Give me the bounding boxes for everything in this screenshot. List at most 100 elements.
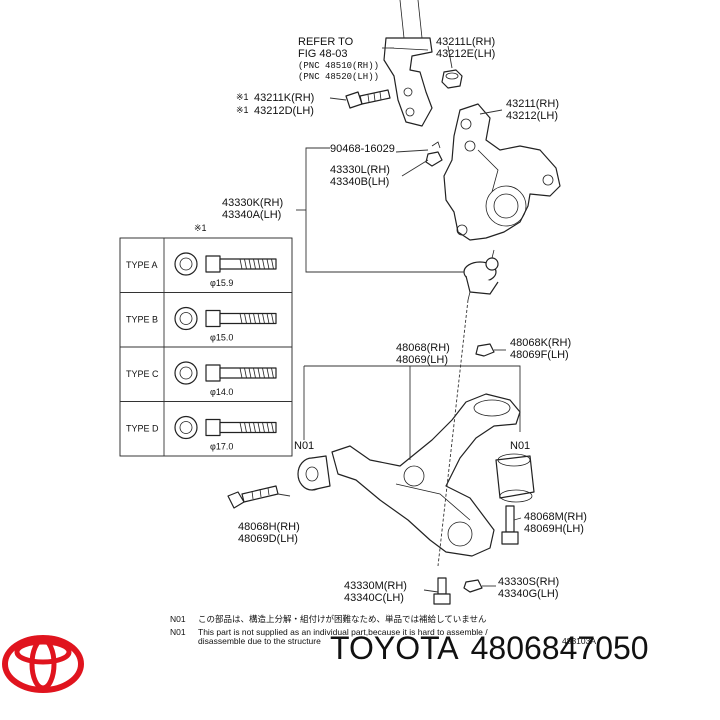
label-48069H: 48069H(LH) [524, 523, 584, 535]
label-48068K: 48068K(RH) [510, 337, 571, 349]
bolt-end-inner [179, 312, 193, 325]
bolt-48068H [227, 485, 279, 509]
label-43340A: 43340A(LH) [222, 209, 281, 221]
type-name: TYPE A [126, 260, 158, 270]
bolt-end-inner [179, 257, 193, 271]
bolt-thread [244, 258, 247, 270]
label-48068: 48068(RH) [396, 342, 450, 354]
bolt-diameter: φ17.0 [210, 442, 233, 452]
note2-text-1: This part is not supplied as an individu… [198, 627, 488, 637]
label-43212: 43212(LH) [506, 110, 558, 122]
bolt-thread [248, 258, 252, 270]
label-48068M: 48068M(RH) [524, 511, 587, 523]
label-43330K: 43330K(RH) [222, 197, 283, 209]
label-43340B: 43340B(LH) [330, 176, 389, 188]
label-43211L: 43211L(RH) [436, 36, 495, 48]
type-name: TYPE D [126, 424, 159, 434]
bolt-thread [244, 313, 247, 324]
note2-text-2: disassemble due to the structure [198, 636, 321, 646]
footnotes: N01 この部品は、構造上分解・組付けが困難なため、単品では補給していません N… [170, 614, 596, 646]
nut-43211L [441, 69, 463, 89]
bolt-thread [239, 313, 243, 324]
note2-code: N01 [170, 627, 186, 637]
label-48068H: 48068H(RH) [238, 521, 300, 533]
label-43212D: 43212D(LH) [254, 105, 314, 117]
bolt-thread [262, 422, 265, 433]
bolt-48068M [501, 505, 519, 545]
bolt-thread [266, 422, 270, 433]
bolt-end-view-icon [174, 306, 198, 331]
bolt-thread [248, 422, 252, 433]
bolt-43330M [433, 577, 451, 605]
bolt-head-side [205, 364, 221, 382]
label-43330M: 43330M(RH) [344, 580, 407, 592]
mark-3: ※1 [194, 223, 207, 233]
bolt-thread [271, 422, 274, 433]
bushing-48068M [495, 453, 535, 503]
bolt-thread [262, 313, 265, 324]
bolt-thread [257, 367, 261, 379]
refer-line-2: FIG 48-03 [298, 48, 348, 60]
bolt-thread [262, 367, 265, 379]
bolt-end-view-icon [174, 361, 198, 385]
bolt-end-inner [179, 421, 193, 434]
bolt-thread [266, 367, 270, 379]
bolt-thread [253, 422, 256, 433]
lower-control-arm [331, 393, 521, 557]
bolt-shank-side [219, 421, 277, 434]
bolt-thread [271, 258, 274, 270]
bolt-thread [253, 258, 256, 270]
nut-43330S [463, 579, 483, 593]
note1-text: この部品は、構造上分解・組付けが困難なため、単品では補給していません [198, 614, 487, 624]
label-48069F: 48069F(LH) [510, 349, 569, 361]
bolt-thread [244, 367, 247, 379]
bolt-thread [239, 258, 243, 270]
bolt-head-side [205, 309, 221, 328]
label-n01-b: N01 [510, 440, 530, 452]
label-48069D: 48069D(LH) [238, 533, 298, 545]
part-labels: 43211L(RH) 43212E(LH) ※1 43211K(RH) ※1 4… [194, 36, 587, 604]
leader-lines [277, 45, 522, 593]
label-48069: 48069(LH) [396, 354, 448, 366]
bolt-43211K [345, 89, 391, 109]
label-43211: 43211(RH) [506, 98, 559, 110]
bolt-thread [257, 422, 261, 433]
nut-43330L [425, 141, 443, 167]
bolt-head-side [205, 255, 221, 273]
bolt-thread [266, 258, 270, 270]
mark-2: ※1 [236, 105, 249, 115]
bolt-end-inner [179, 366, 193, 380]
ball-joint [463, 249, 499, 301]
bolt-diameter: φ15.9 [210, 278, 233, 288]
bolt-thread [253, 367, 256, 379]
label-43340G: 43340G(LH) [498, 588, 559, 600]
label-43330S: 43330S(RH) [498, 576, 559, 588]
label-n01-a: N01 [294, 440, 314, 452]
bolt-shank-side [219, 258, 277, 270]
bolt-thread [239, 422, 243, 433]
bolt-thread [239, 367, 243, 379]
bolt-shank-side [219, 367, 277, 379]
strut-assembly [383, 0, 433, 127]
mark-1: ※1 [236, 92, 249, 102]
label-43340C: 43340C(LH) [344, 592, 404, 604]
bolt-diameter: φ15.0 [210, 333, 233, 343]
nut-48068K [475, 343, 495, 357]
label-43211K: 43211K(RH) [254, 92, 314, 104]
type-name: TYPE C [126, 369, 159, 379]
type-name: TYPE B [126, 315, 158, 325]
bolt-thread [253, 313, 256, 324]
bolt-thread [257, 313, 261, 324]
label-43330L: 43330L(RH) [330, 164, 390, 176]
bolt-end-view-icon [174, 252, 198, 276]
label-43212E: 43212E(LH) [436, 48, 495, 60]
bolt-thread [248, 313, 252, 324]
refer-line-4: (PNC 48520(LH)) [298, 72, 379, 82]
bolt-thread [266, 313, 270, 324]
bolt-head-side [205, 418, 221, 437]
part-number: 4806847050 [470, 630, 649, 666]
label-90468: 90468-16029 [330, 143, 395, 155]
